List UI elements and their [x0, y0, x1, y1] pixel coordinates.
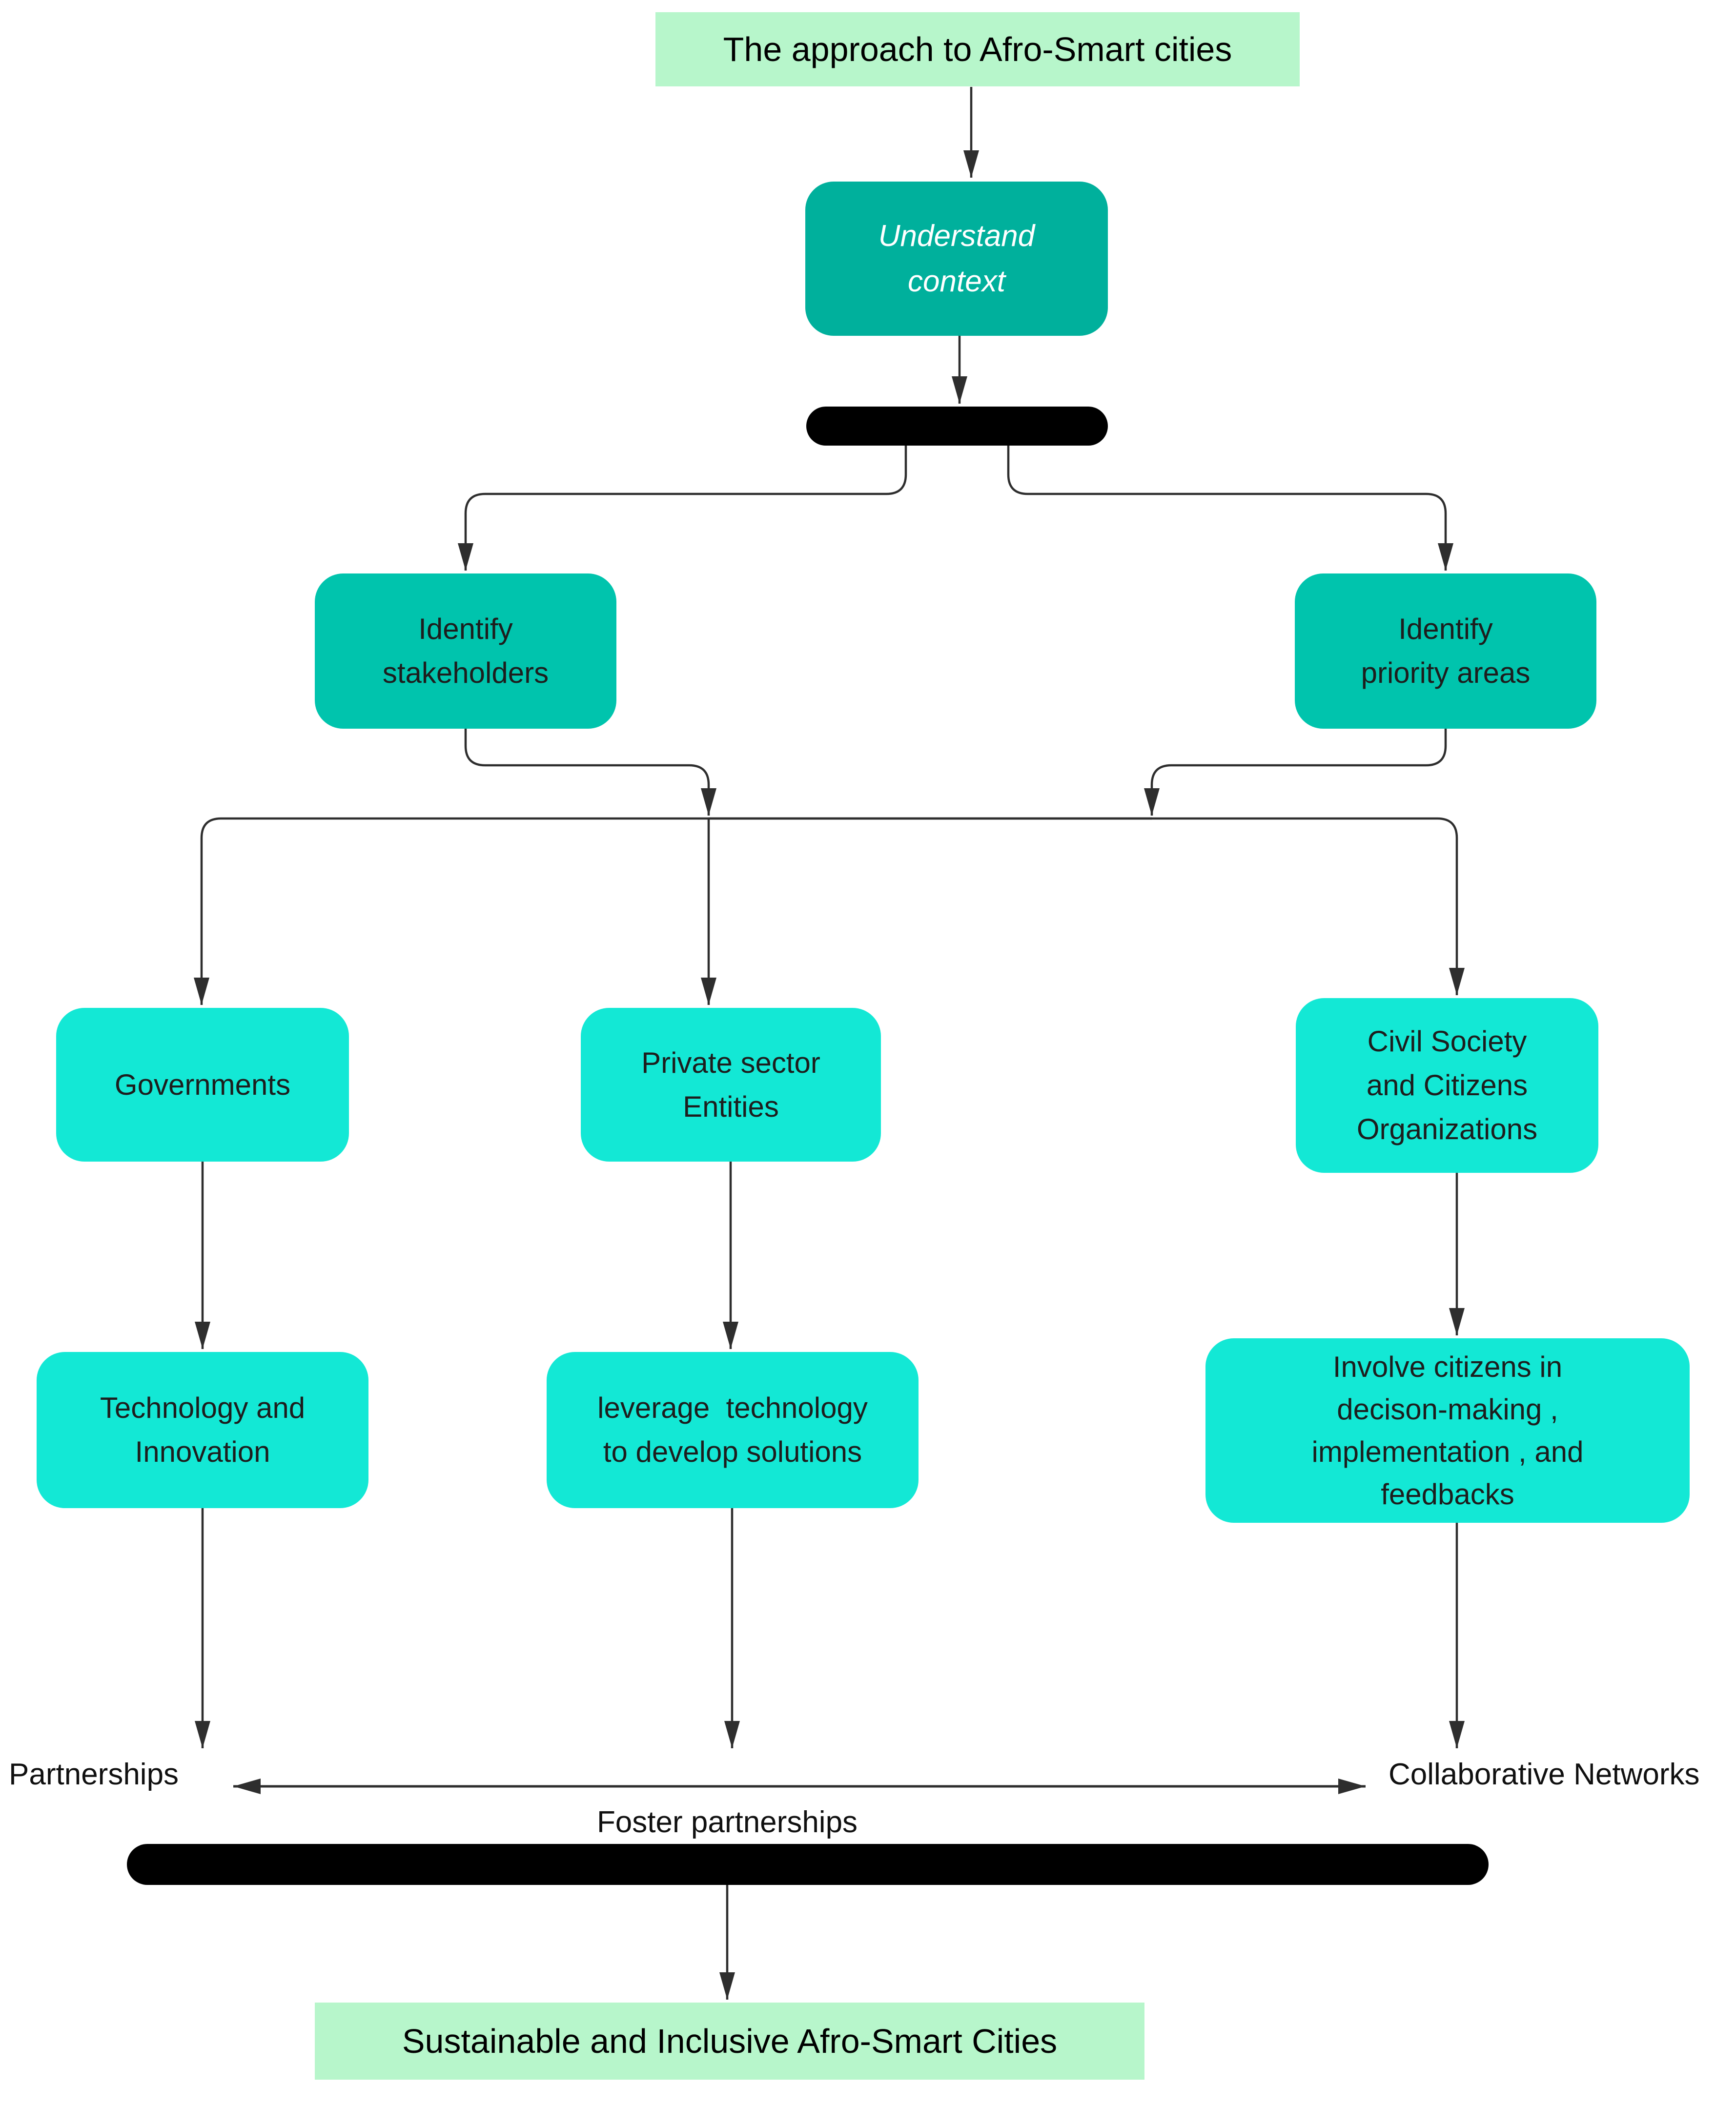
node-identify-stakeholders: Identify stakeholders — [315, 573, 616, 729]
fork-bar — [806, 407, 1108, 446]
join-bar — [127, 1844, 1489, 1885]
node-understand-context: Understand context — [805, 182, 1108, 336]
edge-label-collaborative-networks: Collaborative Networks — [1389, 1758, 1700, 1791]
edge-label-foster-partnerships: Foster partnerships — [596, 1805, 858, 1839]
edge-fork-to-stakeholders — [458, 446, 907, 571]
node-civil-society-organizations: Civil Society and Citizens Organizations — [1296, 998, 1598, 1173]
start-node-title: The approach to Afro-Smart cities — [655, 12, 1300, 86]
node-leverage-technology: leverage technology to develop solutions — [547, 1352, 919, 1508]
end-node-final: Sustainable and Inclusive Afro-Smart Cit… — [315, 2003, 1144, 2080]
edge-priority-to-rail — [1144, 729, 1447, 816]
edge-rail-to-governments — [194, 817, 1152, 1005]
node-technology-and-innovation: Technology and Innovation — [37, 1352, 368, 1508]
node-governments: Governments — [56, 1008, 349, 1162]
node-private-sector-entities: Private sector Entities — [581, 1008, 881, 1162]
edge-stakeholders-to-rail — [464, 729, 716, 816]
edge-fork-to-priority — [1007, 446, 1453, 571]
edge-rail-to-civil — [709, 817, 1465, 995]
node-identify-priority-areas: Identify priority areas — [1295, 573, 1596, 729]
edge-label-partnerships: Partnerships — [9, 1758, 179, 1791]
node-involve-citizens: Involve citizens in decison-making , imp… — [1205, 1338, 1690, 1523]
